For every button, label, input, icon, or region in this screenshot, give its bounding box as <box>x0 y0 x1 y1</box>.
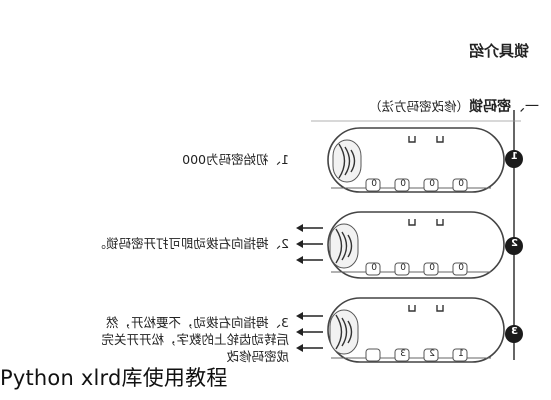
step-3-number: 3 <box>511 326 518 337</box>
section-note: （修改密码方法） <box>368 99 469 114</box>
step-2-text: 2、拇指向右拨动即可打开密码锁。 <box>93 236 289 251</box>
step-2-number: 2 <box>511 238 518 249</box>
lock-illustration-2 <box>296 211 505 279</box>
section-title-row: 一、密码锁（修改密码方法） <box>369 96 539 116</box>
overlay-caption: Python xlrd库使用教程 <box>0 366 228 390</box>
dial-1-digit-2: 0 <box>429 179 435 189</box>
lock-illustration-1 <box>327 127 505 193</box>
dial-3-digit-3: 3 <box>400 349 406 359</box>
step-1-number: 1 <box>511 151 518 162</box>
dial-2-digit-3: 0 <box>400 263 406 273</box>
dial-1-digit-4: 0 <box>371 179 377 189</box>
dial-2-digit-1: 0 <box>458 263 464 273</box>
dial-1-digit-3: 0 <box>400 179 406 189</box>
step-3-text: 3、拇指向右拨动，不要松开，然 后转动齿轮上的数字，松开开关完 成密码修改 <box>101 314 289 365</box>
dial-3-digit-2: 2 <box>429 349 435 359</box>
section-title: 密码锁 <box>469 99 511 115</box>
dial-row-1 <box>365 178 468 192</box>
doc-heading: 锁具介绍 <box>468 42 529 60</box>
step-3-line-2: 后转动齿轮上的数字，松开开关完 <box>101 332 289 347</box>
lock-illustration-3 <box>296 297 505 363</box>
dial-1-digit-1: 0 <box>458 179 464 189</box>
dial-2-digit-2: 0 <box>429 263 435 273</box>
step-3-line-1: 3、拇指向右拨动，不要松开，然 <box>106 315 289 330</box>
section-marker: 一、 <box>511 99 539 115</box>
dial-2-digit-4: 0 <box>371 263 377 273</box>
step-1-text: 1、初始密码为000 <box>182 152 289 167</box>
dial-row-3 <box>365 348 468 362</box>
step-badge-3 <box>505 325 523 343</box>
step-badge-2 <box>505 237 523 255</box>
dial-row-2 <box>365 262 468 276</box>
dial-3-digit-1: 1 <box>458 349 464 359</box>
step-badge-1 <box>505 150 523 168</box>
